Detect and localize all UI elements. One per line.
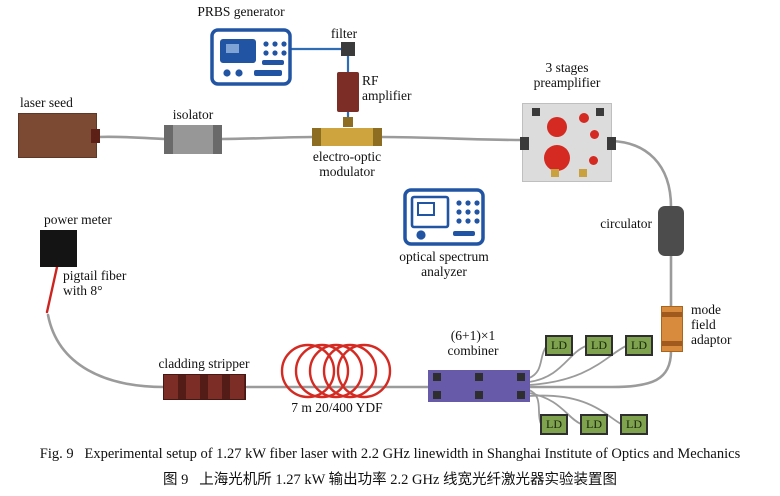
prbs-generator-icon [210,28,292,91]
preamp-detail-square [596,108,604,116]
figure-caption-chinese: 图 9 上海光机所 1.27 kW 输出功率 2.2 GHz 线宽光纤激光器实验… [162,472,618,488]
mfa-label-line2: field [691,317,716,332]
combiner-box [428,370,530,402]
pump-fiber-ld6 [528,394,622,425]
ydf-coil-loop [280,343,336,399]
preamp-pump-dot [544,145,570,171]
preamp-pump-dot [547,117,567,137]
pigtail-fiber-label: pigtail fiber with 8° [63,268,126,298]
preamplifier-label-line2: preamplifier [533,75,601,90]
laser-diode-box: LD [580,414,608,435]
preamp-left-port [520,137,529,150]
pump-fiber-ld1 [528,346,547,379]
combiner-detail-square [433,373,441,381]
power-meter-label: power meter [44,212,112,227]
laser-diode-box: LD [545,335,573,356]
laser-diode-box: LD [620,414,648,435]
combiner-detail-square [517,373,525,381]
combiner-detail-square [433,391,441,399]
mfa-label-line1: mode [691,302,721,317]
electro-optic-modulator-box [312,128,382,146]
circulator-box [658,206,684,256]
isolator-label: isolator [172,107,214,122]
rf-amplifier-label-line2: amplifier [362,88,412,103]
mode-field-adaptor-box [661,306,683,352]
eom-rf-connector [343,117,353,127]
preamp-pump-dot [590,130,599,139]
fiber-preamplifier-to-circulator [609,139,673,209]
prbs-generator-label: PRBS generator [197,4,285,19]
preamp-pump-dot [579,113,589,123]
pump-fiber-ld2 [528,345,587,383]
preamp-right-port [607,137,616,150]
mfa-band [662,312,682,317]
combiner-detail-square [517,391,525,399]
rf-amplifier-label-line1: RF [362,73,379,88]
preamplifier-label-line1: 3 stages [545,60,589,75]
fiber-isolator-to-eom [219,135,315,141]
preamp-pump-dot [589,156,598,165]
fiber-stripper-to-pigtail [46,313,166,389]
mode-field-adaptor-label: mode field adaptor [691,302,731,347]
preamplifier-box [520,103,616,182]
osa-label-line1: optical spectrum [399,249,489,264]
laser-diode-box: LD [585,335,613,356]
ydf-coil-loop [308,343,364,399]
mfa-label-line3: adaptor [691,332,732,347]
filter-label: filter [330,26,358,41]
power-meter-box [40,230,77,267]
combiner-detail-square [475,391,483,399]
preamp-detail-square [532,108,540,116]
laser-seed-box [18,113,100,158]
fiber-mfa-to-combiner [527,349,673,389]
ydf-coil-loop [294,343,350,399]
pump-fiber-ld3 [528,345,627,386]
osa-label-line2: analyzer [421,264,467,279]
circulator-label: circulator [600,216,652,231]
optical-spectrum-analyzer-icon [403,188,485,251]
eom-label-line1: electro-optic [312,149,382,164]
filter-box [341,42,355,56]
preamp-detail-gold [551,169,559,177]
pigtail-fiber-label-line1: pigtail fiber [63,268,127,283]
combiner-label-line1: (6+1)×1 [450,328,496,343]
combiner-label: (6+1)×1 combiner [448,328,499,358]
eom-label: electro-optic modulator [313,149,381,179]
fiber-seed-to-isolator [95,135,167,141]
figure-caption-english: Fig. 9 Experimental setup of 1.27 kW fib… [39,446,741,462]
ydf-label: 7 m 20/400 YDF [291,400,383,415]
ydf-coil-loop [336,343,392,399]
pigtail-fiber-label-line2: with 8° [63,283,103,298]
rf-amplifier-label: RF amplifier [362,73,411,103]
fiber-eom-to-preamplifier [379,135,525,142]
combiner-label-line2: combiner [447,343,499,358]
rf-amplifier-box [337,72,359,112]
eom-label-line2: modulator [319,164,375,179]
osa-label: optical spectrum analyzer [399,249,489,279]
laser-diode-box: LD [625,335,653,356]
cladding-stripper-box [163,374,246,400]
pigtail-fiber-line [45,265,59,314]
laser-diode-box: LD [540,414,568,435]
laser-seed-label: laser seed [20,95,73,110]
preamplifier-label: 3 stages preamplifier [534,60,601,90]
isolator-box [164,125,222,154]
preamp-detail-gold [579,169,587,177]
cladding-stripper-label: cladding stripper [158,356,250,371]
ydf-coil-loop [322,343,378,399]
combiner-detail-square [475,373,483,381]
mfa-band [662,341,682,346]
laser-seed-connector [91,129,100,143]
